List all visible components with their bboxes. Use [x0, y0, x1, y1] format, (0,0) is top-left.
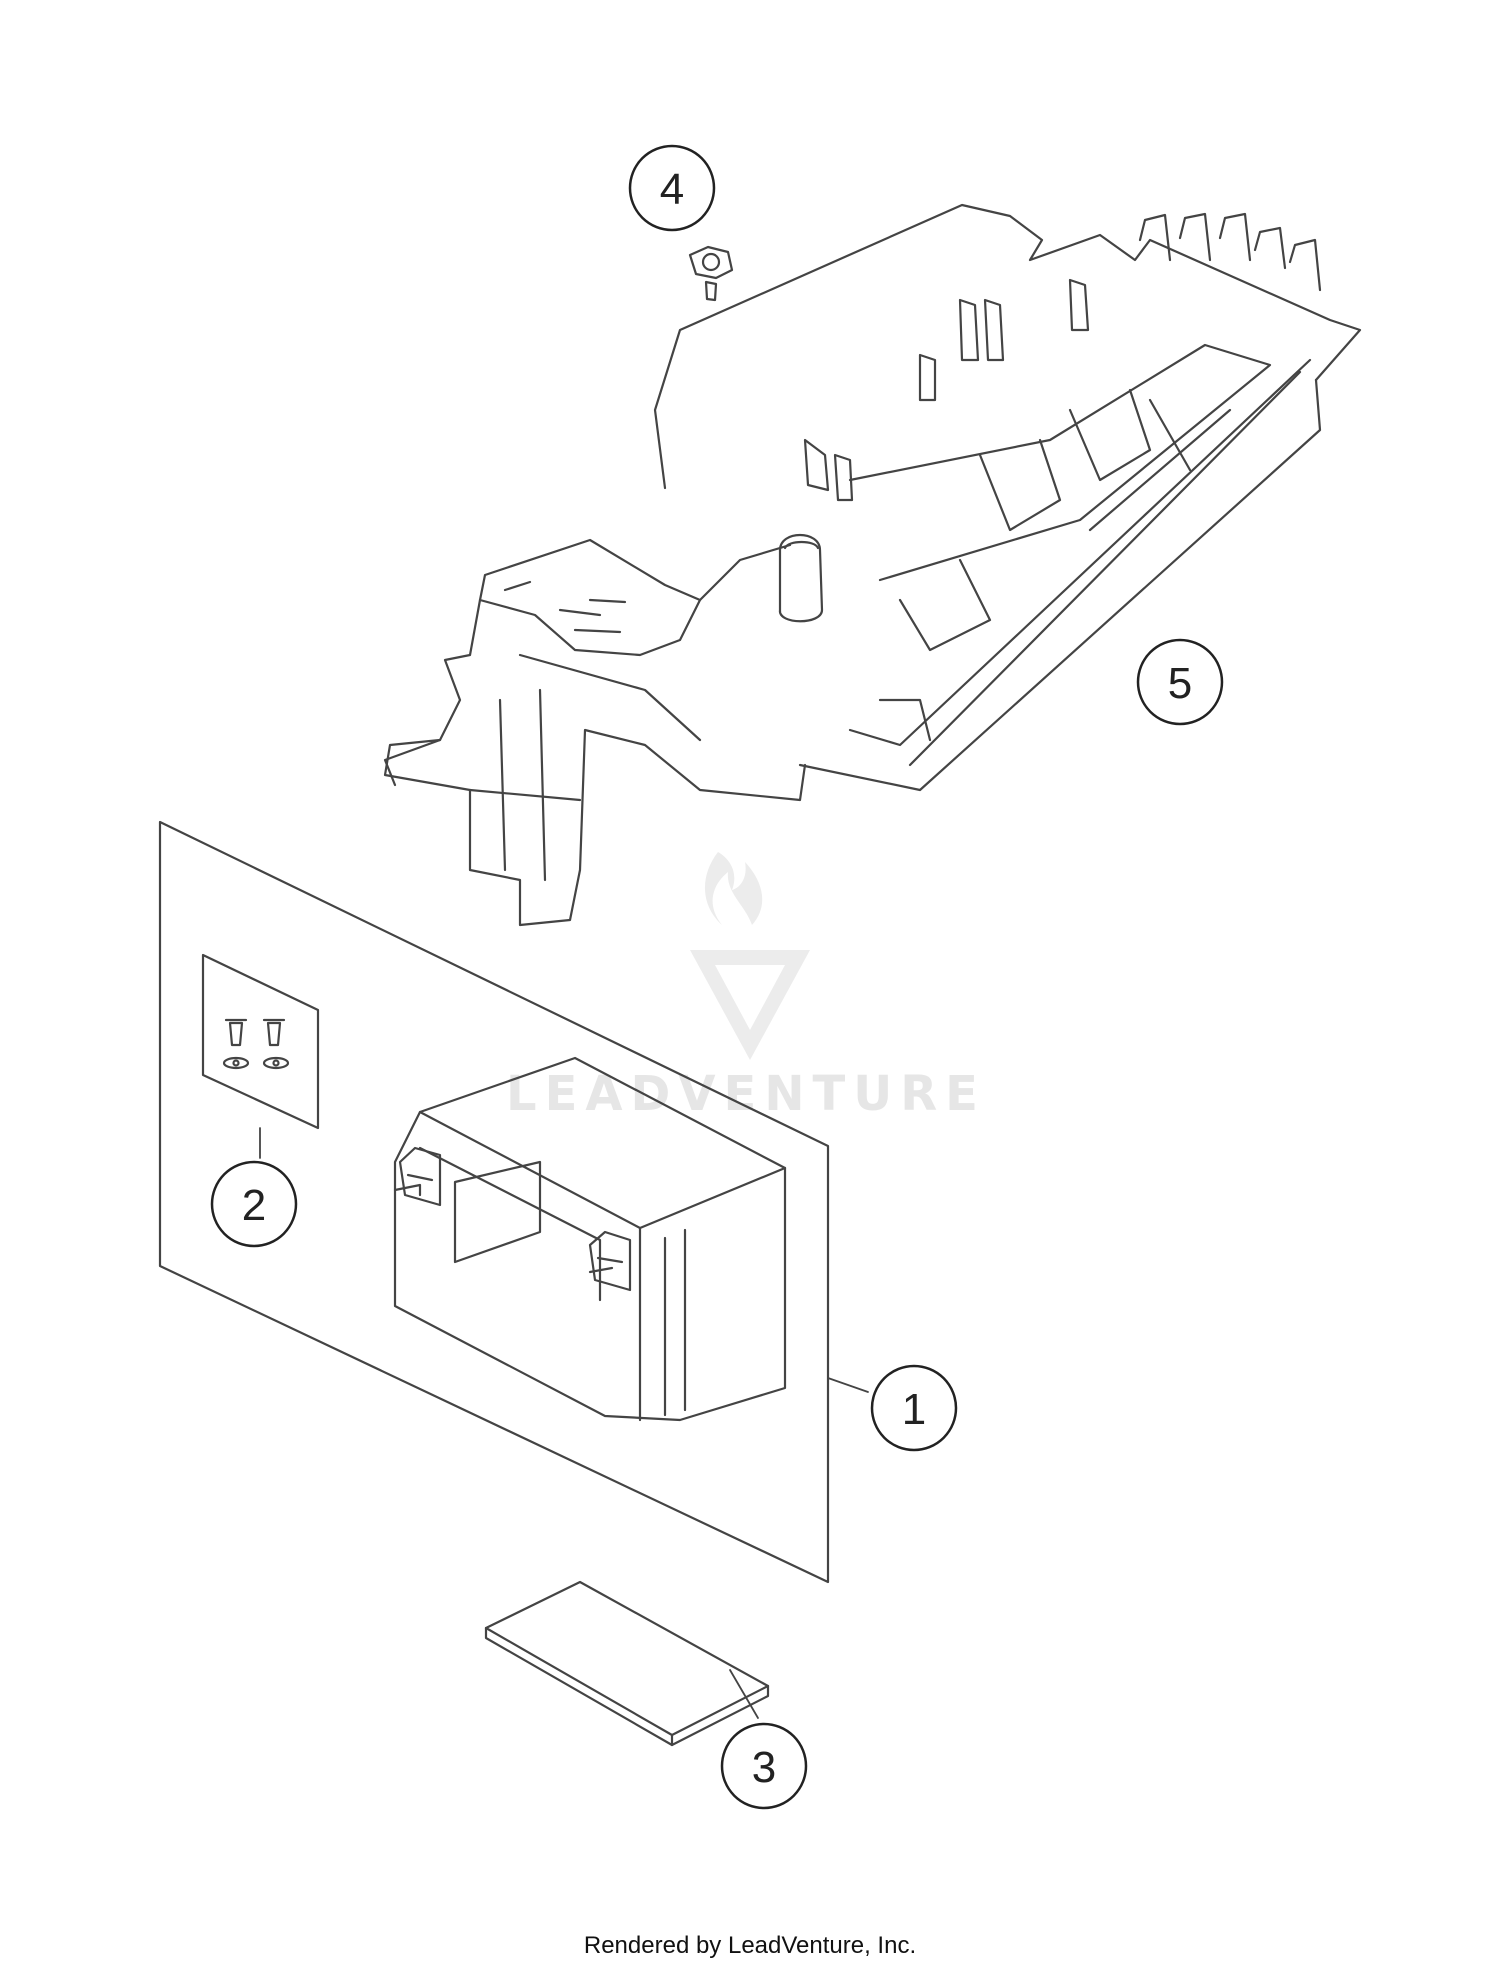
screw-kit-card [201, 953, 320, 1130]
callout-1: 1 [870, 1364, 958, 1452]
callout-label-4: 4 [660, 165, 684, 214]
callout-label-1: 1 [902, 1385, 926, 1434]
leadventure-flame-logo [690, 852, 810, 1060]
battery-holder-part [383, 203, 1362, 927]
callout-label-2: 2 [242, 1181, 266, 1230]
callout-3: 3 [720, 1722, 808, 1810]
leader-lines [259, 1127, 869, 1719]
callout-4: 4 [628, 144, 716, 232]
callout-label-3: 3 [752, 1743, 776, 1792]
leadventure-watermark: LEADVENTURE [506, 852, 986, 1122]
rendered-by-footer: Rendered by LeadVenture, Inc. [583, 1932, 917, 1959]
battery-pad [484, 1580, 770, 1747]
callout-2: 2 [210, 1160, 298, 1248]
battery-kit-panel [158, 820, 830, 1584]
watermark-text: LEADVENTURE [506, 1066, 986, 1122]
nut-part [688, 245, 734, 302]
callout-label-5: 5 [1168, 659, 1192, 708]
callout-5: 5 [1136, 638, 1224, 726]
battery [393, 1056, 787, 1422]
